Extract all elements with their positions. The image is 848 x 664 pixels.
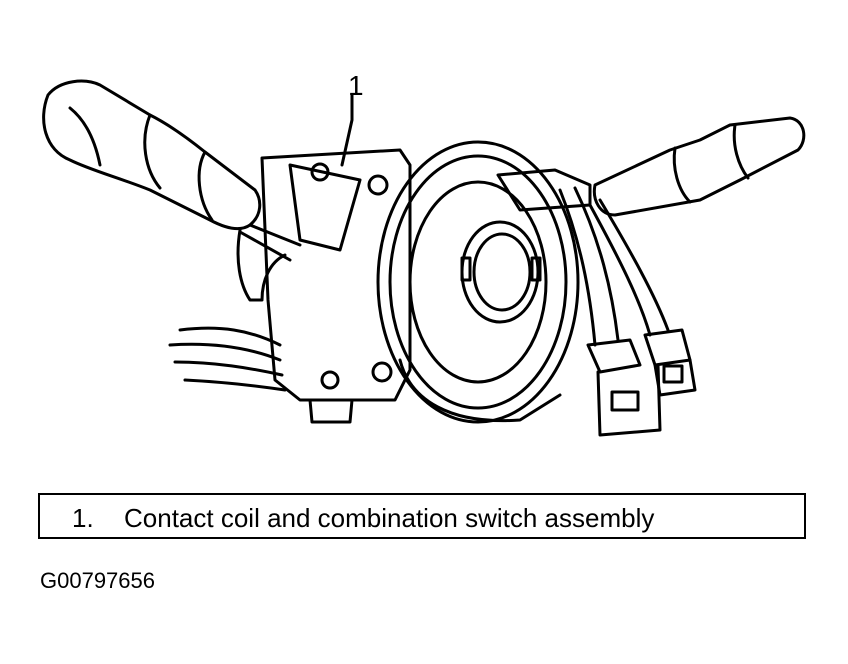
legend-item-number: 1. [72, 503, 94, 533]
contact-coil-combination-switch-drawing [42, 79, 806, 437]
callout-number: 1 [348, 70, 364, 101]
figure-id: G00797656 [40, 568, 155, 593]
legend-item-text: Contact coil and combination switch asse… [124, 503, 655, 533]
legend-box: 1. Contact coil and combination switch a… [38, 493, 806, 539]
